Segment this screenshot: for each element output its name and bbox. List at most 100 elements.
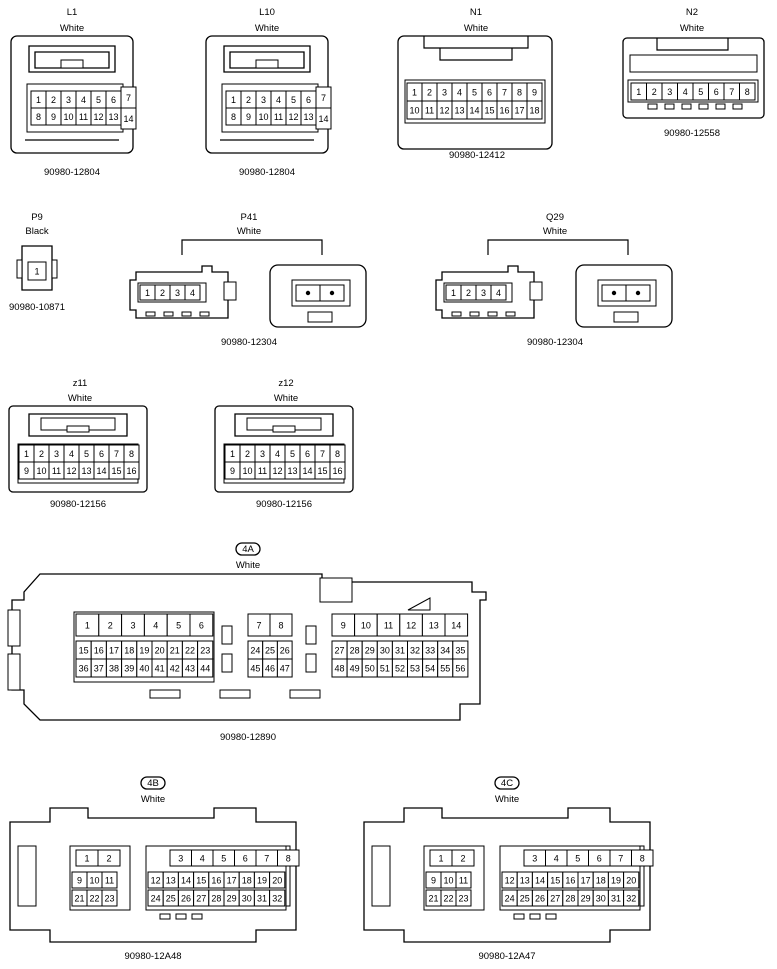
pin-cell: [197, 658, 214, 678]
pin-number: 36: [79, 663, 89, 673]
pin-number: 22: [185, 645, 195, 655]
pin-number: 1: [145, 288, 150, 298]
pin-number: 17: [514, 105, 524, 115]
connector-code: N1: [470, 7, 482, 18]
pin-number: 27: [335, 645, 345, 655]
housing-rib: [181, 311, 192, 317]
pin-number: 48: [335, 663, 345, 673]
pin-number: 4: [457, 87, 462, 97]
connector-color: White: [495, 794, 519, 805]
pin-number: 10: [258, 112, 268, 122]
pin-number: 6: [99, 449, 104, 459]
part-number: 90980-12156: [50, 499, 106, 510]
pin-number: 2: [466, 288, 471, 298]
part-number: 90980-12156: [256, 499, 312, 510]
pin-number: 26: [280, 645, 290, 655]
pin-number: 2: [245, 449, 250, 459]
housing-rib: [145, 311, 156, 317]
part-number: 90980-12890: [220, 732, 276, 743]
pin-number: 6: [305, 449, 310, 459]
pin-number: 12: [439, 105, 449, 115]
pin-number: 16: [126, 466, 136, 476]
pin-number: 5: [290, 449, 295, 459]
connector-color: Black: [25, 226, 48, 237]
pin-number: 22: [443, 893, 453, 903]
latch-tab: [439, 48, 513, 61]
pin-number: 3: [667, 87, 672, 97]
pin-number: 25: [520, 893, 530, 903]
pin-number: 13: [454, 105, 464, 115]
pin-number: 26: [181, 893, 191, 903]
housing-rib: [647, 103, 658, 110]
pin-number: 16: [565, 875, 575, 885]
pin-number: 4: [81, 95, 86, 105]
housing-rib: [149, 689, 181, 699]
part-number: 90980-12412: [449, 150, 505, 161]
pin-number: 18: [242, 875, 252, 885]
pin-cell: [623, 889, 640, 907]
pin-cell: [184, 284, 201, 301]
pin-number: 3: [261, 95, 266, 105]
connector-code-oval: [494, 776, 520, 790]
pin-cell: [490, 284, 507, 301]
pin-number: 8: [286, 853, 291, 863]
pin-number: 5: [221, 853, 226, 863]
pin-number: 1: [412, 87, 417, 97]
pin-number: 8: [231, 112, 236, 122]
connector-color: White: [464, 23, 488, 34]
pin-number: 5: [96, 95, 101, 105]
pin-cell: [739, 82, 756, 101]
pin-number: 50: [365, 663, 375, 673]
connector-color: White: [237, 226, 261, 237]
part-number: 90980-12804: [239, 167, 295, 178]
connector-color: White: [141, 794, 165, 805]
pin-cell: [269, 613, 293, 637]
pin-number: 10: [63, 112, 73, 122]
latch-tab: [223, 281, 237, 301]
pin-number: 7: [264, 853, 269, 863]
pin-number: 11: [425, 105, 434, 115]
pin-cell: [101, 889, 118, 907]
pin-number: 22: [89, 893, 99, 903]
pin-number: 8: [640, 853, 645, 863]
pin-number: 6: [487, 87, 492, 97]
housing-rib: [221, 653, 233, 673]
pin-number: 5: [575, 853, 580, 863]
latch-tab: [51, 259, 58, 279]
latch-notch: [255, 59, 279, 69]
bracket-line: [487, 239, 629, 255]
pin-number: 15: [484, 105, 494, 115]
housing-rib: [191, 913, 203, 920]
housing-rib: [469, 311, 480, 317]
pin-cell: [189, 613, 214, 637]
pin-number: 30: [380, 645, 390, 655]
pin-number: 23: [104, 893, 114, 903]
pin-number: 3: [175, 288, 180, 298]
pin-number: 34: [440, 645, 450, 655]
housing-rib: [221, 625, 233, 645]
pin-number: 31: [395, 645, 405, 655]
pin-number: 1: [636, 87, 641, 97]
pin-number: 1: [438, 853, 443, 863]
pin-number: 56: [455, 663, 465, 673]
pin-number: 1: [34, 266, 39, 276]
housing-rib: [513, 913, 525, 920]
pin-cell: [101, 871, 118, 889]
connector-color: White: [680, 23, 704, 34]
pin-cell: [277, 849, 300, 867]
bracket-line: [181, 239, 323, 255]
pin-dot: [305, 290, 311, 296]
pin-number: 4: [190, 288, 195, 298]
pin-number: 39: [124, 663, 134, 673]
pin-number: 9: [341, 620, 346, 630]
pin-number: 41: [155, 663, 165, 673]
pin-number: 25: [166, 893, 176, 903]
pin-cell: [120, 107, 137, 130]
pin-number: 2: [246, 95, 251, 105]
